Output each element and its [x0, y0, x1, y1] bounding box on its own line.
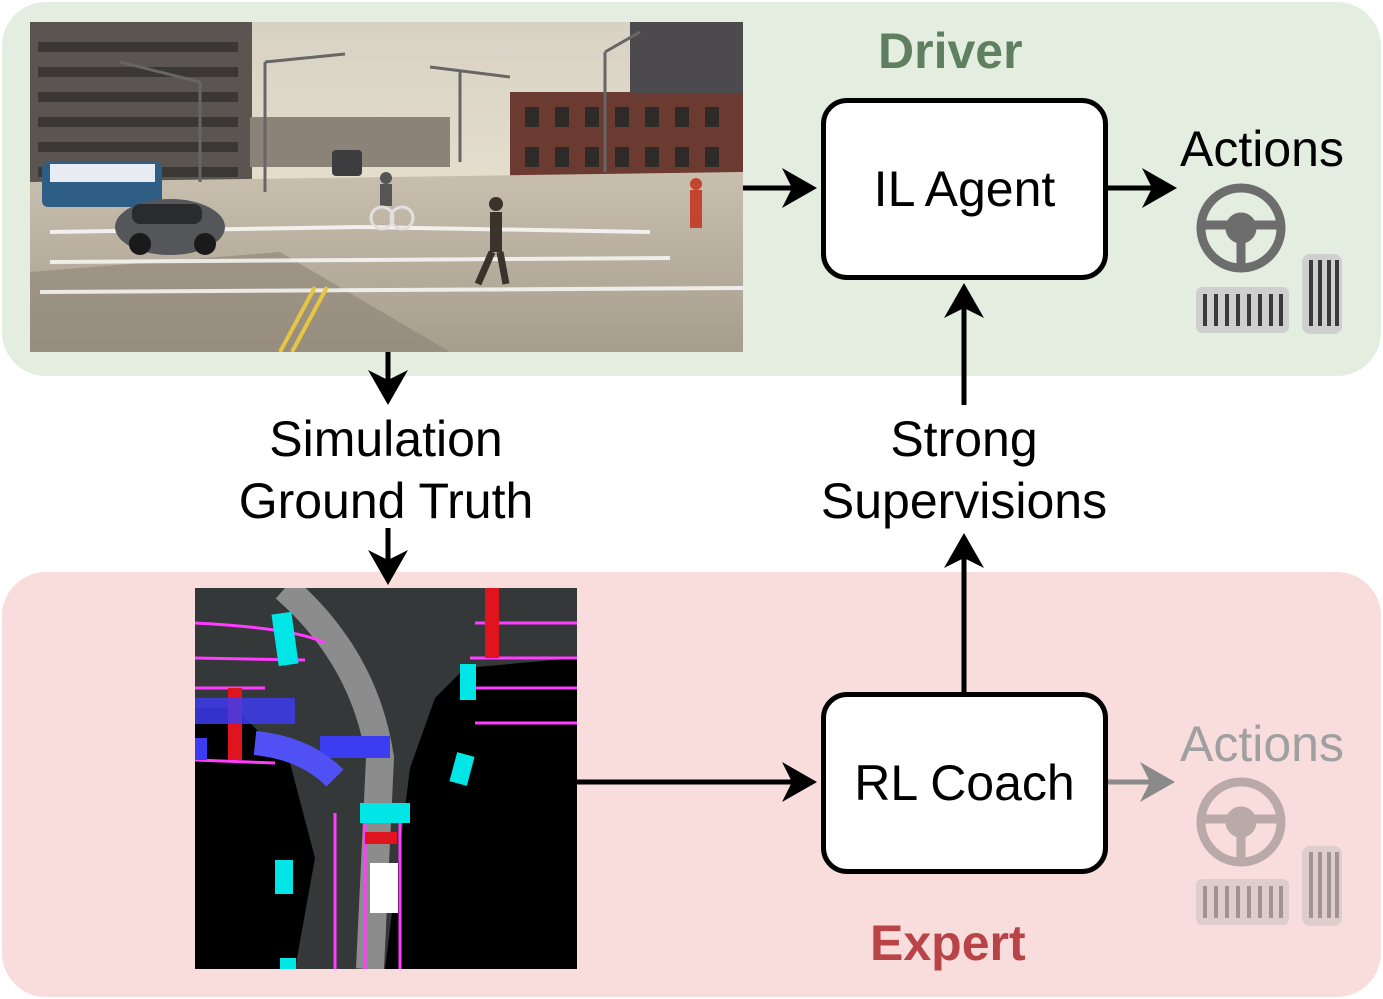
il-agent-box: IL Agent [821, 98, 1108, 280]
expert-title: Expert [870, 915, 1026, 971]
steering-wheel-icon [1196, 183, 1286, 273]
rl-coach-box: RL Coach [821, 692, 1108, 874]
brake-pedal-icon-faded [1196, 879, 1289, 925]
gas-pedal-icon-faded [1302, 846, 1342, 926]
driver-title: Driver [878, 23, 1023, 79]
bev-ground-truth-map [195, 588, 577, 969]
brake-pedal-icon [1196, 287, 1289, 333]
rl-coach-label: RL Coach [854, 755, 1075, 811]
supervision-line-2: Supervisions [820, 473, 1108, 529]
expert-actions-label: Actions [1180, 716, 1344, 772]
supervision-line-1: Strong [890, 411, 1038, 467]
camera-image [30, 22, 743, 352]
simulation-ground-truth-label: Simulation Ground Truth [186, 408, 586, 532]
simulation-line-1: Simulation [269, 411, 503, 467]
gas-pedal-icon [1302, 254, 1342, 334]
simulation-line-2: Ground Truth [238, 473, 534, 529]
il-agent-label: IL Agent [873, 161, 1056, 217]
steering-wheel-icon-faded [1196, 777, 1286, 867]
driver-actions-label: Actions [1180, 121, 1344, 177]
strong-supervisions-label: Strong Supervisions [764, 408, 1164, 532]
